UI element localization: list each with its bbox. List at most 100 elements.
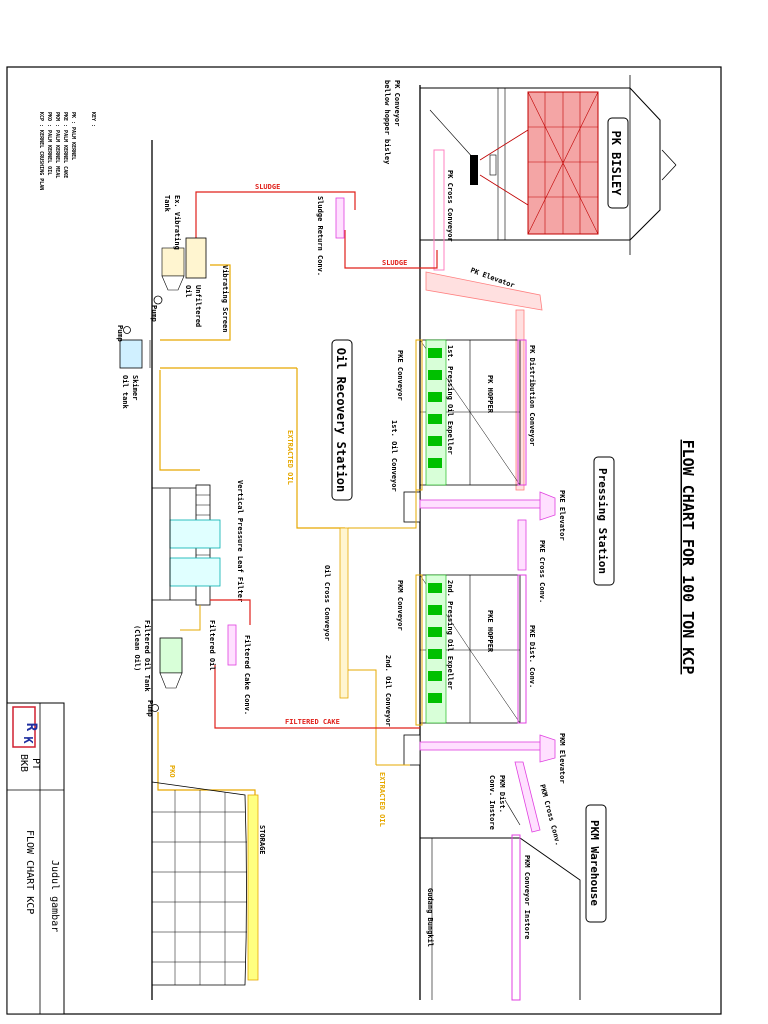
key-item-5: KCP : KERNEL CRUSHING PLAN <box>38 112 44 190</box>
ex-vibrating-label-2: Tank <box>163 195 171 213</box>
vibrating-screen-label: Vibrating Screen <box>221 265 229 332</box>
storage-tank <box>151 781 259 986</box>
pkm-dist-pointer <box>504 799 521 826</box>
filter-to-cake-line <box>210 599 251 625</box>
key-item-2: PKE : PALM KERNEL CAKE <box>62 112 68 178</box>
pk-cross-conveyor <box>433 149 445 271</box>
pk-conveyor-hopper-label-2: bellow hopper bisley <box>383 80 391 165</box>
sludge-return-conv <box>335 197 345 239</box>
key-item-4: PKO : PALM KERNEL OIL <box>46 112 52 175</box>
pk-bisley-building <box>420 75 677 255</box>
pkm-warehouse-label: PKM Warehouse <box>588 820 601 906</box>
sludge-return-label: Sludge Return Conv. <box>316 196 324 276</box>
pressing-1-label: 1st. Pressing Oil Expeller <box>446 345 454 455</box>
pressing-block-1 <box>419 339 527 486</box>
svg-text:R: R <box>23 723 39 732</box>
oil-cross-conveyor <box>339 527 349 699</box>
oil-conveyor-2-label: 2nd. Oil Conveyor <box>384 655 392 727</box>
pk-distribution-label: PK Distribution Conveyor <box>528 345 536 446</box>
key-heading: KEY : <box>90 112 96 127</box>
skimer-label-2: Oil tank <box>121 375 129 410</box>
filtered-oil-line <box>180 605 201 631</box>
oil-conveyor-1 <box>415 339 423 491</box>
vibrating-screen <box>161 237 207 291</box>
oil-line-to-conveyor-1 <box>348 490 417 529</box>
pk-cross-conveyor-label: PK Cross Conveyor <box>446 170 454 242</box>
pkm-elevator-label: PKM Elevator <box>558 733 566 784</box>
pk-bisley-label: PK BISLEY <box>609 130 623 196</box>
pkm-warehouse-label-box <box>585 804 607 923</box>
oil-conveyor-1-label: 1st. Oil Conveyor <box>390 420 398 492</box>
pke-cross-conv-label: PKE Cross Conv. <box>538 540 546 603</box>
pressing-2-label: 2nd. Pressing Oil Expeller <box>446 580 454 690</box>
pump-3-label: Pump <box>146 700 154 717</box>
pkm-conveyor-label: PKM Conveyor <box>396 580 404 631</box>
drawing-title: FLOW CHART KCP <box>24 830 35 914</box>
filtered-cake-label: FILTERED CAKE <box>285 718 340 726</box>
judul-label: Judul gambar <box>49 860 60 932</box>
filtered-oil-tank <box>151 637 183 712</box>
sludge-line-1 <box>195 191 356 240</box>
pke-elevator-label: PKE Elevator <box>558 490 566 541</box>
pke-hopper-2-label: PKE HOPPER <box>486 610 494 653</box>
pkm-cross-conv-label: PKM Cross Conv. <box>538 783 562 846</box>
pressing-station-label: Pressing Station <box>596 468 609 574</box>
oil-cross-label: Oil Cross Conveyor <box>323 565 331 641</box>
ex-vibrating-label-1: Ex. Vibrating <box>173 195 181 250</box>
filtered-oil-tank-label-1: Filtered Oil Tank <box>143 620 151 692</box>
pke-cross-conv <box>517 519 527 571</box>
skimer-oil-tank <box>119 326 151 369</box>
extracted-oil-label-1: EXTRACTED OIL <box>286 430 294 485</box>
oil-recovery-label: Oil Recovery Station <box>334 348 348 493</box>
filtered-oil-tank-label-2: (Clean Oil) <box>133 625 141 671</box>
filtered-oil-label: Filtered Oil <box>208 620 216 671</box>
pko-label: PKO <box>168 765 176 778</box>
oil-conveyor-2 <box>415 574 423 726</box>
pkm-dist-conv-label-1: PKM Dist. <box>498 775 506 813</box>
unfiltered-oil-label-2: Oil <box>184 285 192 298</box>
chart-title: FLOW CHART FOR 100 TON KCP <box>679 440 697 675</box>
pke-dist-conv-label: PKE Dist. Conv. <box>528 625 536 688</box>
sludge-label-1: SLUDGE <box>255 183 280 191</box>
drawing-border <box>6 66 722 1015</box>
pump-1-label: Pump <box>150 305 158 322</box>
pkm-elevator <box>403 734 556 766</box>
pko-line <box>157 712 256 805</box>
key-item-1: PK : PALM KERNEL <box>70 112 76 160</box>
pkm-cross-conv <box>514 761 541 833</box>
filtered-cake-conv-label: Filtered Cake Conv. <box>243 635 251 715</box>
filtered-cake-conv <box>227 624 237 666</box>
skimer-label-1: Skimer <box>131 375 139 400</box>
unfiltered-oil-label-1: Unfiltered <box>194 285 202 327</box>
oil-recovery-label-box <box>331 339 353 501</box>
pkm-dist-conv-label-2: Conv. Instore <box>488 775 496 830</box>
company-name: BKB <box>18 754 29 772</box>
pressing-station-label-box <box>593 456 615 586</box>
pk-hopper-1-label: PK HOPPER <box>486 375 494 414</box>
oil-line-to-filter <box>159 370 200 471</box>
extracted-oil-line-1 <box>296 368 345 529</box>
title-block <box>6 702 65 1015</box>
extracted-oil-label-2: EXTRACTED OIL <box>378 772 386 827</box>
pressing-block-2 <box>419 574 527 724</box>
pkm-conveyor-instore-label: PKM Conveyor Instore <box>523 855 531 939</box>
pk-conveyor-hopper <box>429 109 497 185</box>
company-logo: R K <box>12 706 39 748</box>
svg-text:K: K <box>21 736 35 744</box>
pke-conveyor-label-1: PKE Conveyor <box>396 350 404 401</box>
oil-line-unfiltered <box>160 264 231 341</box>
key-item-3: PKM : PALM KERNEL MEAL <box>54 112 60 178</box>
vertical-pressure-leaf-filter <box>152 484 221 606</box>
storage-label: STORAGE <box>258 825 266 855</box>
company-prefix: PT <box>30 758 41 770</box>
pk-conveyor-hopper-label-1: PK Conveyor <box>393 80 401 126</box>
pke-elevator <box>403 491 556 523</box>
pk-bisley-label-box <box>607 117 629 209</box>
gudang-label: Gudang Bungkil <box>426 888 434 947</box>
sludge-label-2: SLUDGE <box>382 259 407 267</box>
pump-2-label: Pump <box>116 325 124 342</box>
pump-1 <box>153 295 163 305</box>
pkm-warehouse <box>420 834 581 1001</box>
filtered-cake-line <box>214 665 420 729</box>
